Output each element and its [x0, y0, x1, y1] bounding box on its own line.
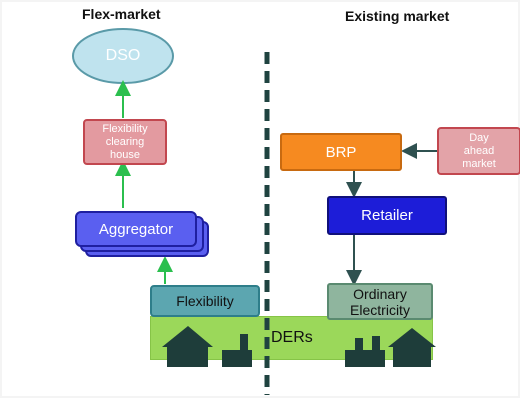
dso-label: DSO	[105, 47, 141, 64]
brp-node: BRP	[280, 133, 402, 171]
day-ahead-line-1: Day	[469, 131, 489, 144]
factory-icon	[222, 334, 252, 367]
house-icon	[162, 326, 213, 367]
ordinary-electricity-node: Ordinary Electricity	[327, 283, 433, 320]
ordinary-line-1: Ordinary	[353, 285, 407, 302]
ders-label: DERs	[271, 329, 313, 346]
aggregator-label: Aggregator	[98, 220, 174, 238]
house-icon	[388, 328, 436, 367]
factory-icon	[345, 336, 385, 367]
day-ahead-market-node: Day ahead market	[437, 127, 520, 175]
retailer-node: Retailer	[327, 196, 447, 235]
flexibility-label: Flexibility	[176, 293, 234, 309]
aggregator-node: Aggregator	[75, 211, 197, 247]
clearing-line-3: house	[110, 148, 140, 161]
flexibility-node: Flexibility	[150, 285, 260, 317]
flex-market-heading: Flex-market	[82, 6, 161, 22]
clearing-line-2: clearing	[105, 135, 145, 148]
day-ahead-line-2: ahead	[463, 144, 495, 157]
clearing-line-1: Flexibility	[102, 122, 148, 135]
day-ahead-line-3: market	[462, 157, 496, 170]
existing-market-heading: Existing market	[345, 8, 450, 24]
ordinary-line-2: Electricity	[350, 301, 410, 318]
retailer-label: Retailer	[361, 207, 413, 224]
brp-label: BRP	[325, 143, 357, 161]
clearing-house-node: Flexibility clearing house	[83, 119, 167, 165]
